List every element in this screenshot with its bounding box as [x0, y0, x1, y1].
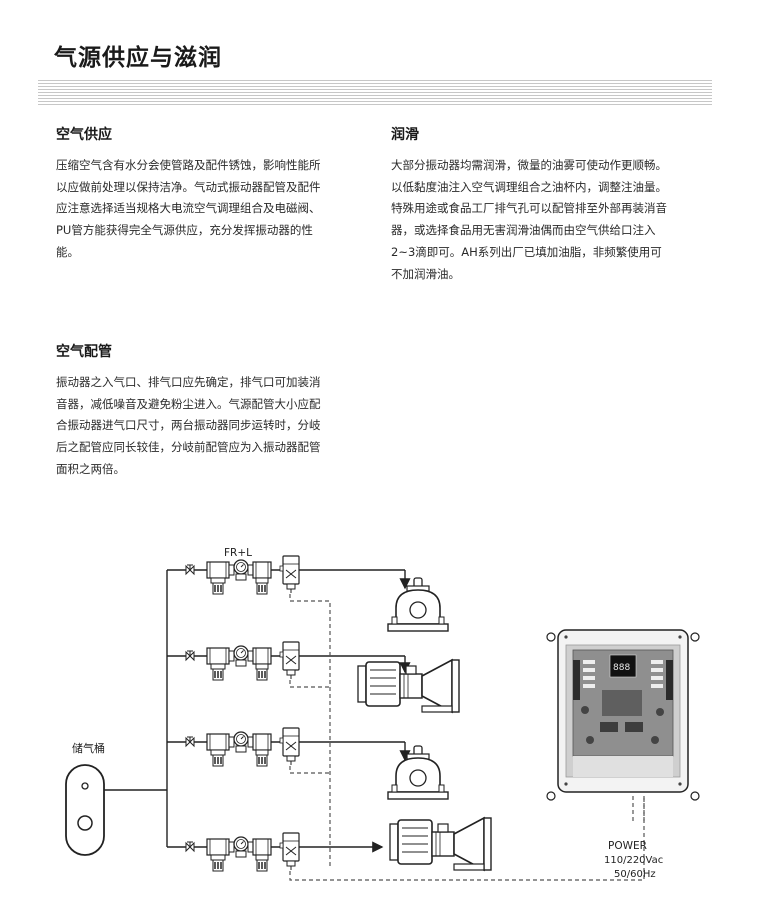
shutoff-valve-icon: [185, 650, 195, 661]
section-lubrication: 润滑 大部分振动器均需润滑，微量的油雾可使动作更顺畅。以低黏度油注入空气调理组合…: [391, 124, 671, 285]
controller-box: 888: [546, 629, 700, 801]
frl-unit-icon: [206, 559, 272, 595]
turbine-vibrator-icon: [387, 745, 449, 800]
branch-lines: [167, 569, 283, 848]
section-heading-lubrication: 润滑: [391, 127, 419, 143]
turbine-vibrator-icon: [387, 577, 449, 632]
frl-unit-icon: [206, 731, 272, 767]
power-label-line2: 110/220Vac: [604, 855, 663, 866]
section-heading-air-supply: 空气供应: [56, 127, 112, 143]
control-wiring: [289, 594, 645, 881]
shutoff-valve-icon: [185, 736, 195, 747]
solenoid-valve-icon: [279, 555, 300, 594]
section-body-air-supply: 压缩空气含有水分会使管路及配件锈蚀，影响性能所以应做前处理以保持洁净。气动式振动…: [56, 158, 321, 259]
section-air-supply: 空气供应 压缩空气含有水分会使管路及配件锈蚀，影响性能所以应做前处理以保持洁净。…: [56, 124, 328, 264]
solenoid-valve-icon: [279, 641, 300, 680]
section-heading-piping: 空气配管: [56, 344, 112, 360]
power-label-line3: 50/60Hz: [614, 869, 656, 880]
solenoid-valve-icon: [279, 832, 300, 871]
piston-vibrator-icon: [357, 659, 460, 713]
frl-unit-icon: [206, 645, 272, 681]
section-body-piping: 振动器之入气口、排气口应先确定，排气口可加装消音器，减低噪音及避免粉尘进入。气源…: [56, 375, 321, 476]
section-piping: 空气配管 振动器之入气口、排气口应先确定，排气口可加装消音器，减低噪音及避免粉尘…: [56, 341, 328, 481]
power-label-line1: POWER: [608, 840, 647, 852]
shutoff-valve-icon: [185, 841, 195, 852]
output-lines: [299, 569, 411, 853]
air-tank-label: 储气桶: [72, 741, 105, 755]
frl-label: FR+L: [224, 547, 252, 559]
frl-unit-icon: [206, 836, 272, 872]
page-title: 气源供应与滋润: [54, 45, 222, 71]
power-label: POWER 110/220Vac 50/60Hz: [604, 840, 663, 880]
section-body-lubrication: 大部分振动器均需润滑，微量的油雾可使动作更顺畅。以低黏度油注入空气调理组合之油杯…: [391, 158, 667, 281]
solenoid-valve-icon: [279, 727, 300, 766]
controller-display: 888: [613, 663, 630, 673]
air-tank: 储气桶: [65, 741, 105, 856]
piston-vibrator-icon: [389, 817, 492, 871]
supply-manifold: [104, 570, 168, 847]
shutoff-valve-icon: [185, 564, 195, 575]
title-divider: [38, 80, 712, 105]
